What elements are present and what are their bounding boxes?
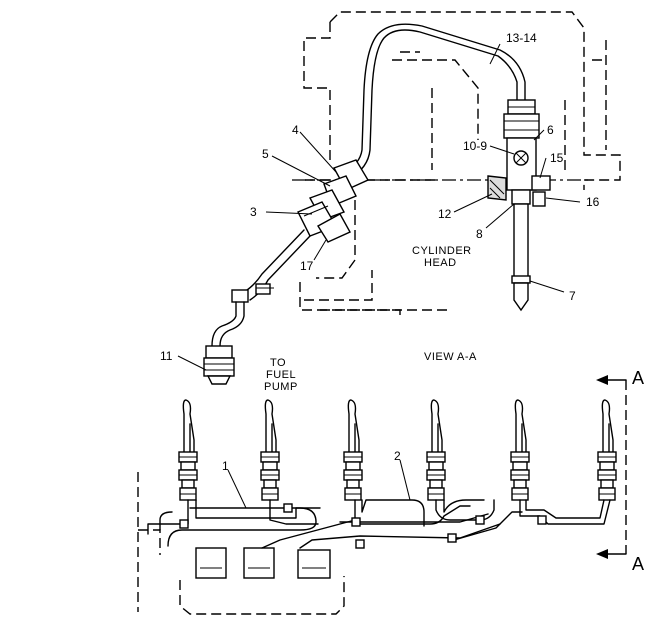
injector [178,399,198,501]
fuel-line-13-14 [343,23,526,179]
section-label-top: A [632,368,644,388]
cylinder-head-label-line1: CYLINDER [412,245,472,257]
engine-outline [137,472,345,615]
section-label-bottom: A [632,554,644,574]
to-fuel-pump-line3: PUMP [264,381,298,393]
callout-8: 8 [476,227,483,241]
callout-7: 7 [569,289,576,303]
callout-10-9: 10-9 [463,139,487,153]
callout-6: 6 [547,123,554,137]
injector [510,399,530,501]
callout-13-14: 13-14 [506,31,537,45]
callout-5: 5 [262,147,269,161]
callout-1: 1 [222,459,229,473]
callout-16: 16 [586,195,600,209]
callout-12: 12 [438,207,452,221]
injector [343,399,363,501]
to-fuel-pump-line2: FUEL [266,369,296,381]
callout-11: 11 [160,349,173,363]
callout-4: 4 [292,123,299,137]
nozzle-adapter-assembly [487,99,551,312]
callout-2: 2 [394,449,401,463]
view-label: VIEW A-A [424,351,477,363]
callout-3: 3 [250,205,257,219]
section-arrows [596,375,627,559]
fuel-pump-block [195,547,331,579]
injector [260,399,280,501]
leader-lines-top [177,43,581,371]
cylinder-head-outline [292,11,621,318]
injector [597,399,617,501]
cylinder-head-label-line2: HEAD [424,257,457,269]
fuel-lines-bottom [147,499,611,549]
injector [426,399,446,501]
left-fitting-assembly [203,159,370,385]
to-fuel-pump-line1: TO [270,357,286,369]
callout-15: 15 [550,151,564,165]
callout-17: 17 [300,259,314,273]
leader-lines-bottom [227,459,411,509]
injector-row [178,399,617,501]
